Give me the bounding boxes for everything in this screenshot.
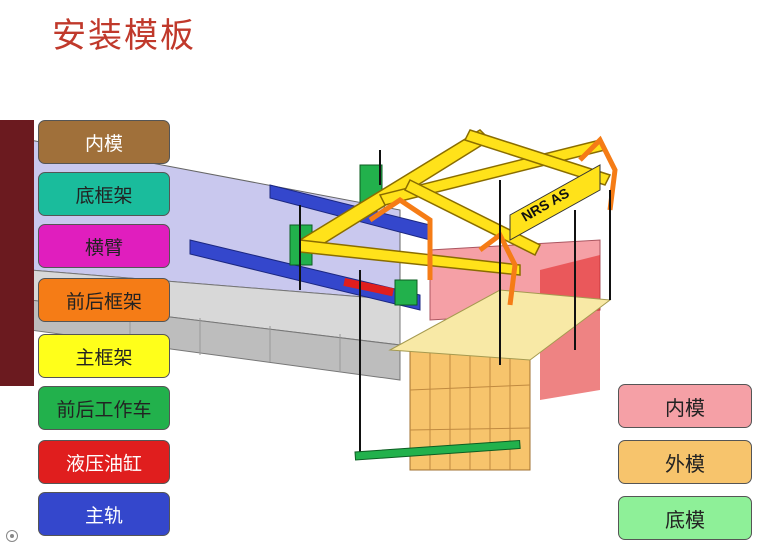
legend-cross-arm: 横臂: [38, 224, 170, 268]
legend-hydraulic-cylinder: 液压油缸: [38, 440, 170, 484]
legend-label: 底框架: [75, 184, 133, 207]
legend-label: 内模: [665, 395, 705, 420]
legend-inner-mold: 内模: [38, 120, 170, 164]
page-title: 安装模板: [52, 16, 196, 56]
legend-label: 主框架: [75, 346, 133, 369]
legend-label: 横臂: [84, 236, 123, 259]
main-frame-beam-3: [463, 129, 612, 186]
bottom-cross-beam: [354, 439, 521, 461]
front-frame: [368, 196, 433, 280]
legend-bottom-frame: 底框架: [38, 172, 170, 216]
legend-main-frame: 主框架: [38, 334, 170, 378]
machine-label-panel: [509, 164, 601, 241]
legend-label: 外模: [665, 451, 705, 476]
hydraulic-cylinder: [343, 277, 394, 297]
rear-frame: [478, 231, 518, 306]
legend-inner-formwork: 内模: [618, 384, 752, 428]
legend-label: 主轨: [84, 504, 123, 527]
legend-front-back-frame: 前后框架: [38, 278, 170, 322]
legend-label: 前后工作车: [56, 398, 152, 421]
main-frame-beam-5: [403, 178, 542, 257]
work-cart-mid: [394, 279, 418, 306]
legend-bottom-formwork: 底模: [618, 496, 752, 540]
legend-label: 前后框架: [65, 290, 142, 313]
legend-outer-formwork: 外模: [618, 440, 752, 484]
back-frame: [578, 135, 618, 211]
legend-label: 液压油缸: [65, 452, 142, 475]
side-color-bar: [0, 120, 34, 386]
legend-work-cart: 前后工作车: [38, 386, 170, 430]
legend-main-rail: 主轨: [38, 492, 170, 536]
slide-nav-icon[interactable]: [6, 530, 18, 542]
legend-label: 底模: [665, 507, 705, 532]
main-rail-front: [189, 239, 421, 311]
legend-label: 内模: [84, 132, 123, 155]
